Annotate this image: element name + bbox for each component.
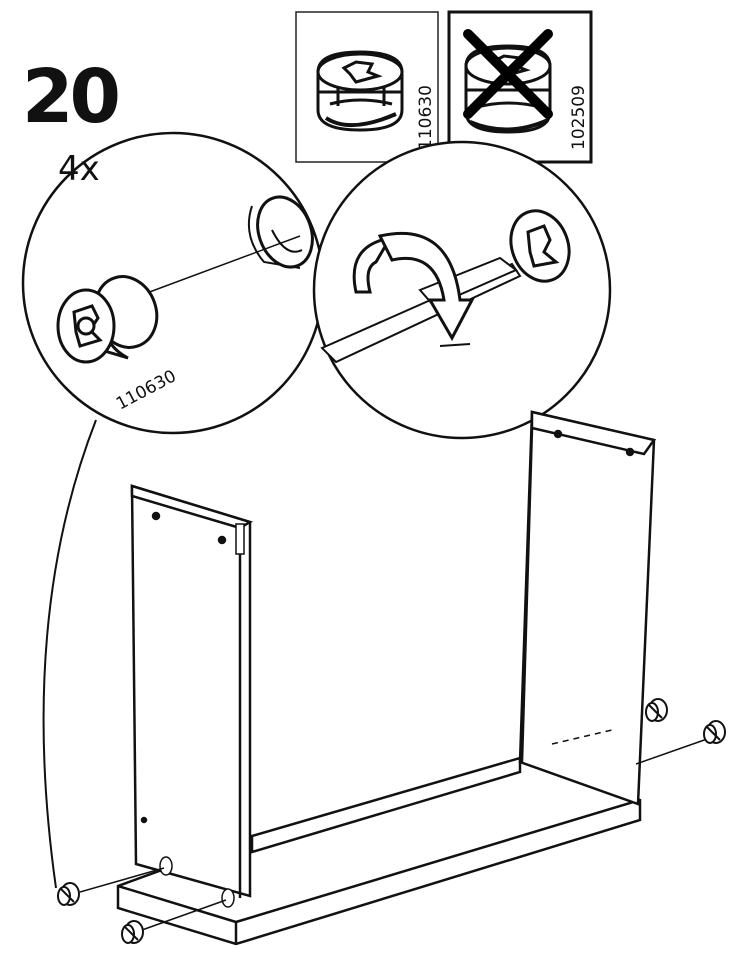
cam-tighten-detail-circle bbox=[312, 140, 612, 440]
cam-dowel-icon bbox=[645, 698, 668, 722]
guide-lines bbox=[79, 737, 711, 931]
cross-out-icon bbox=[463, 29, 553, 119]
quantity-label: 4x bbox=[58, 149, 100, 189]
right-side-panel bbox=[518, 410, 656, 806]
wrong-part-box: 102509 bbox=[447, 10, 593, 164]
cam-lock-icon bbox=[316, 50, 404, 132]
cam-lock-icon bbox=[509, 209, 571, 283]
step-number: 20 bbox=[22, 54, 121, 140]
correct-part-box: 110630 bbox=[295, 11, 439, 163]
rotate-arrow-icon bbox=[352, 231, 475, 347]
correct-part-code: 110630 bbox=[416, 85, 436, 150]
cam-dowel-icon bbox=[57, 882, 80, 906]
cam-dowel-icon bbox=[56, 275, 159, 364]
leader-line bbox=[42, 419, 97, 889]
cam-dowel-icon bbox=[703, 720, 726, 744]
cabinet-assembly bbox=[116, 410, 657, 946]
left-side-panel bbox=[130, 484, 252, 898]
wrong-part-code: 102509 bbox=[569, 85, 589, 150]
cam-dowel-icon bbox=[121, 920, 144, 944]
cam-lock-icon bbox=[464, 44, 552, 134]
